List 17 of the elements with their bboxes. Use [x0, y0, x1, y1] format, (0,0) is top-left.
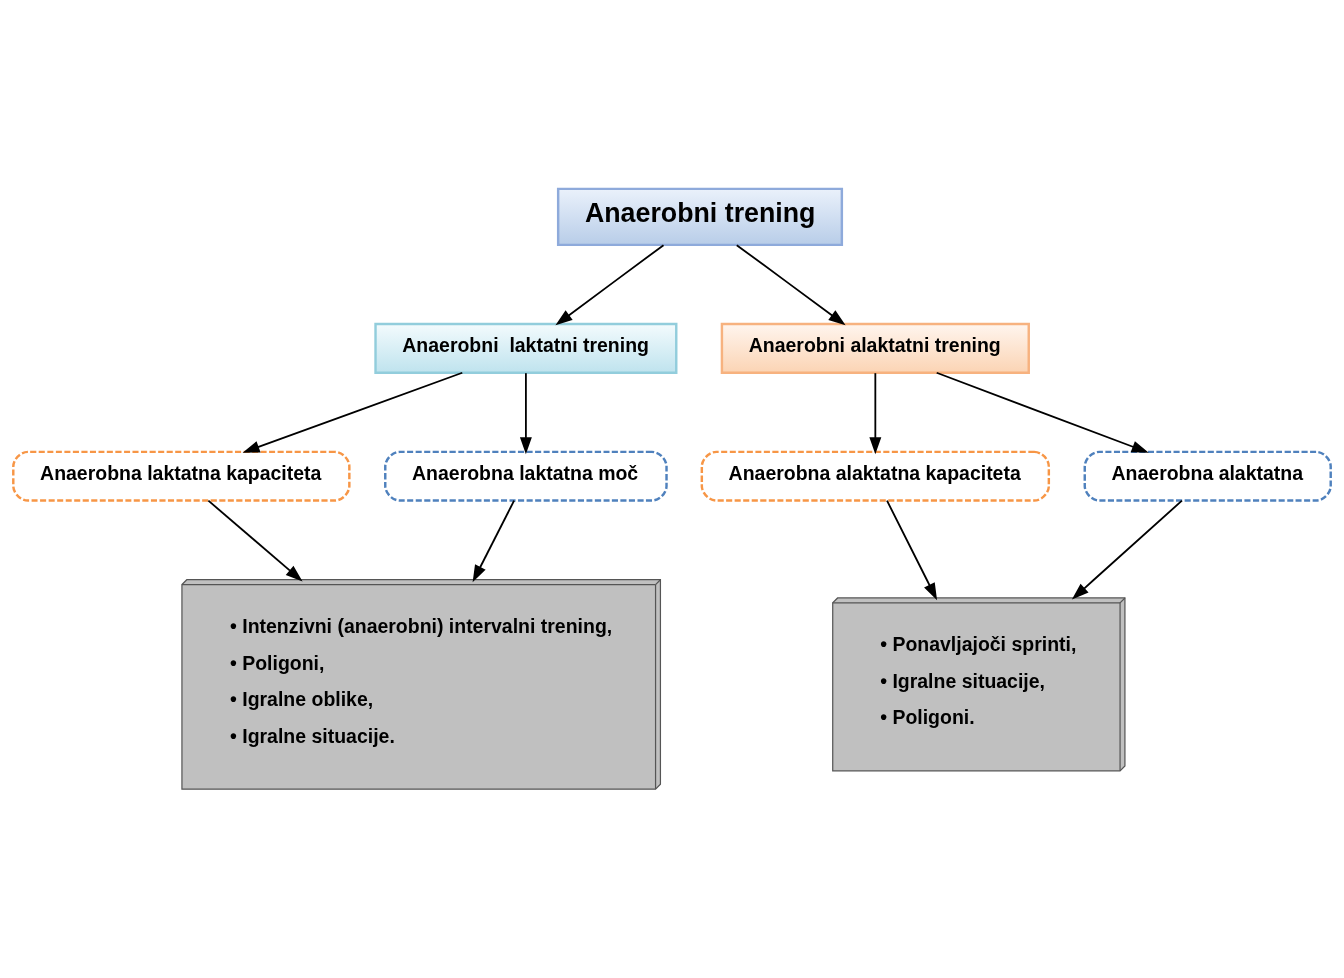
- arrow: [207, 499, 303, 582]
- arrow: [242, 371, 464, 453]
- arrow: [735, 244, 846, 326]
- arrow: [519, 372, 532, 455]
- arrow: [869, 372, 882, 455]
- arrow: [886, 499, 938, 601]
- arrow: [1071, 499, 1183, 600]
- node-box: Anaerobna alaktatna kapaciteta: [700, 450, 1051, 502]
- arrow: [555, 244, 665, 326]
- node-box: Anaerobni alaktatni trening: [720, 322, 1030, 374]
- node-box: Anaerobna alaktatna: [1083, 450, 1332, 502]
- node-box: Anaerobna laktatna moč: [384, 450, 668, 502]
- node-box: Anaerobna laktatna kapaciteta: [12, 450, 351, 502]
- node-box: Anaerobni laktatni trening: [374, 322, 678, 374]
- arrow: [935, 371, 1149, 453]
- arrow: [472, 499, 515, 583]
- node-box: Anaerobni trening: [556, 187, 844, 247]
